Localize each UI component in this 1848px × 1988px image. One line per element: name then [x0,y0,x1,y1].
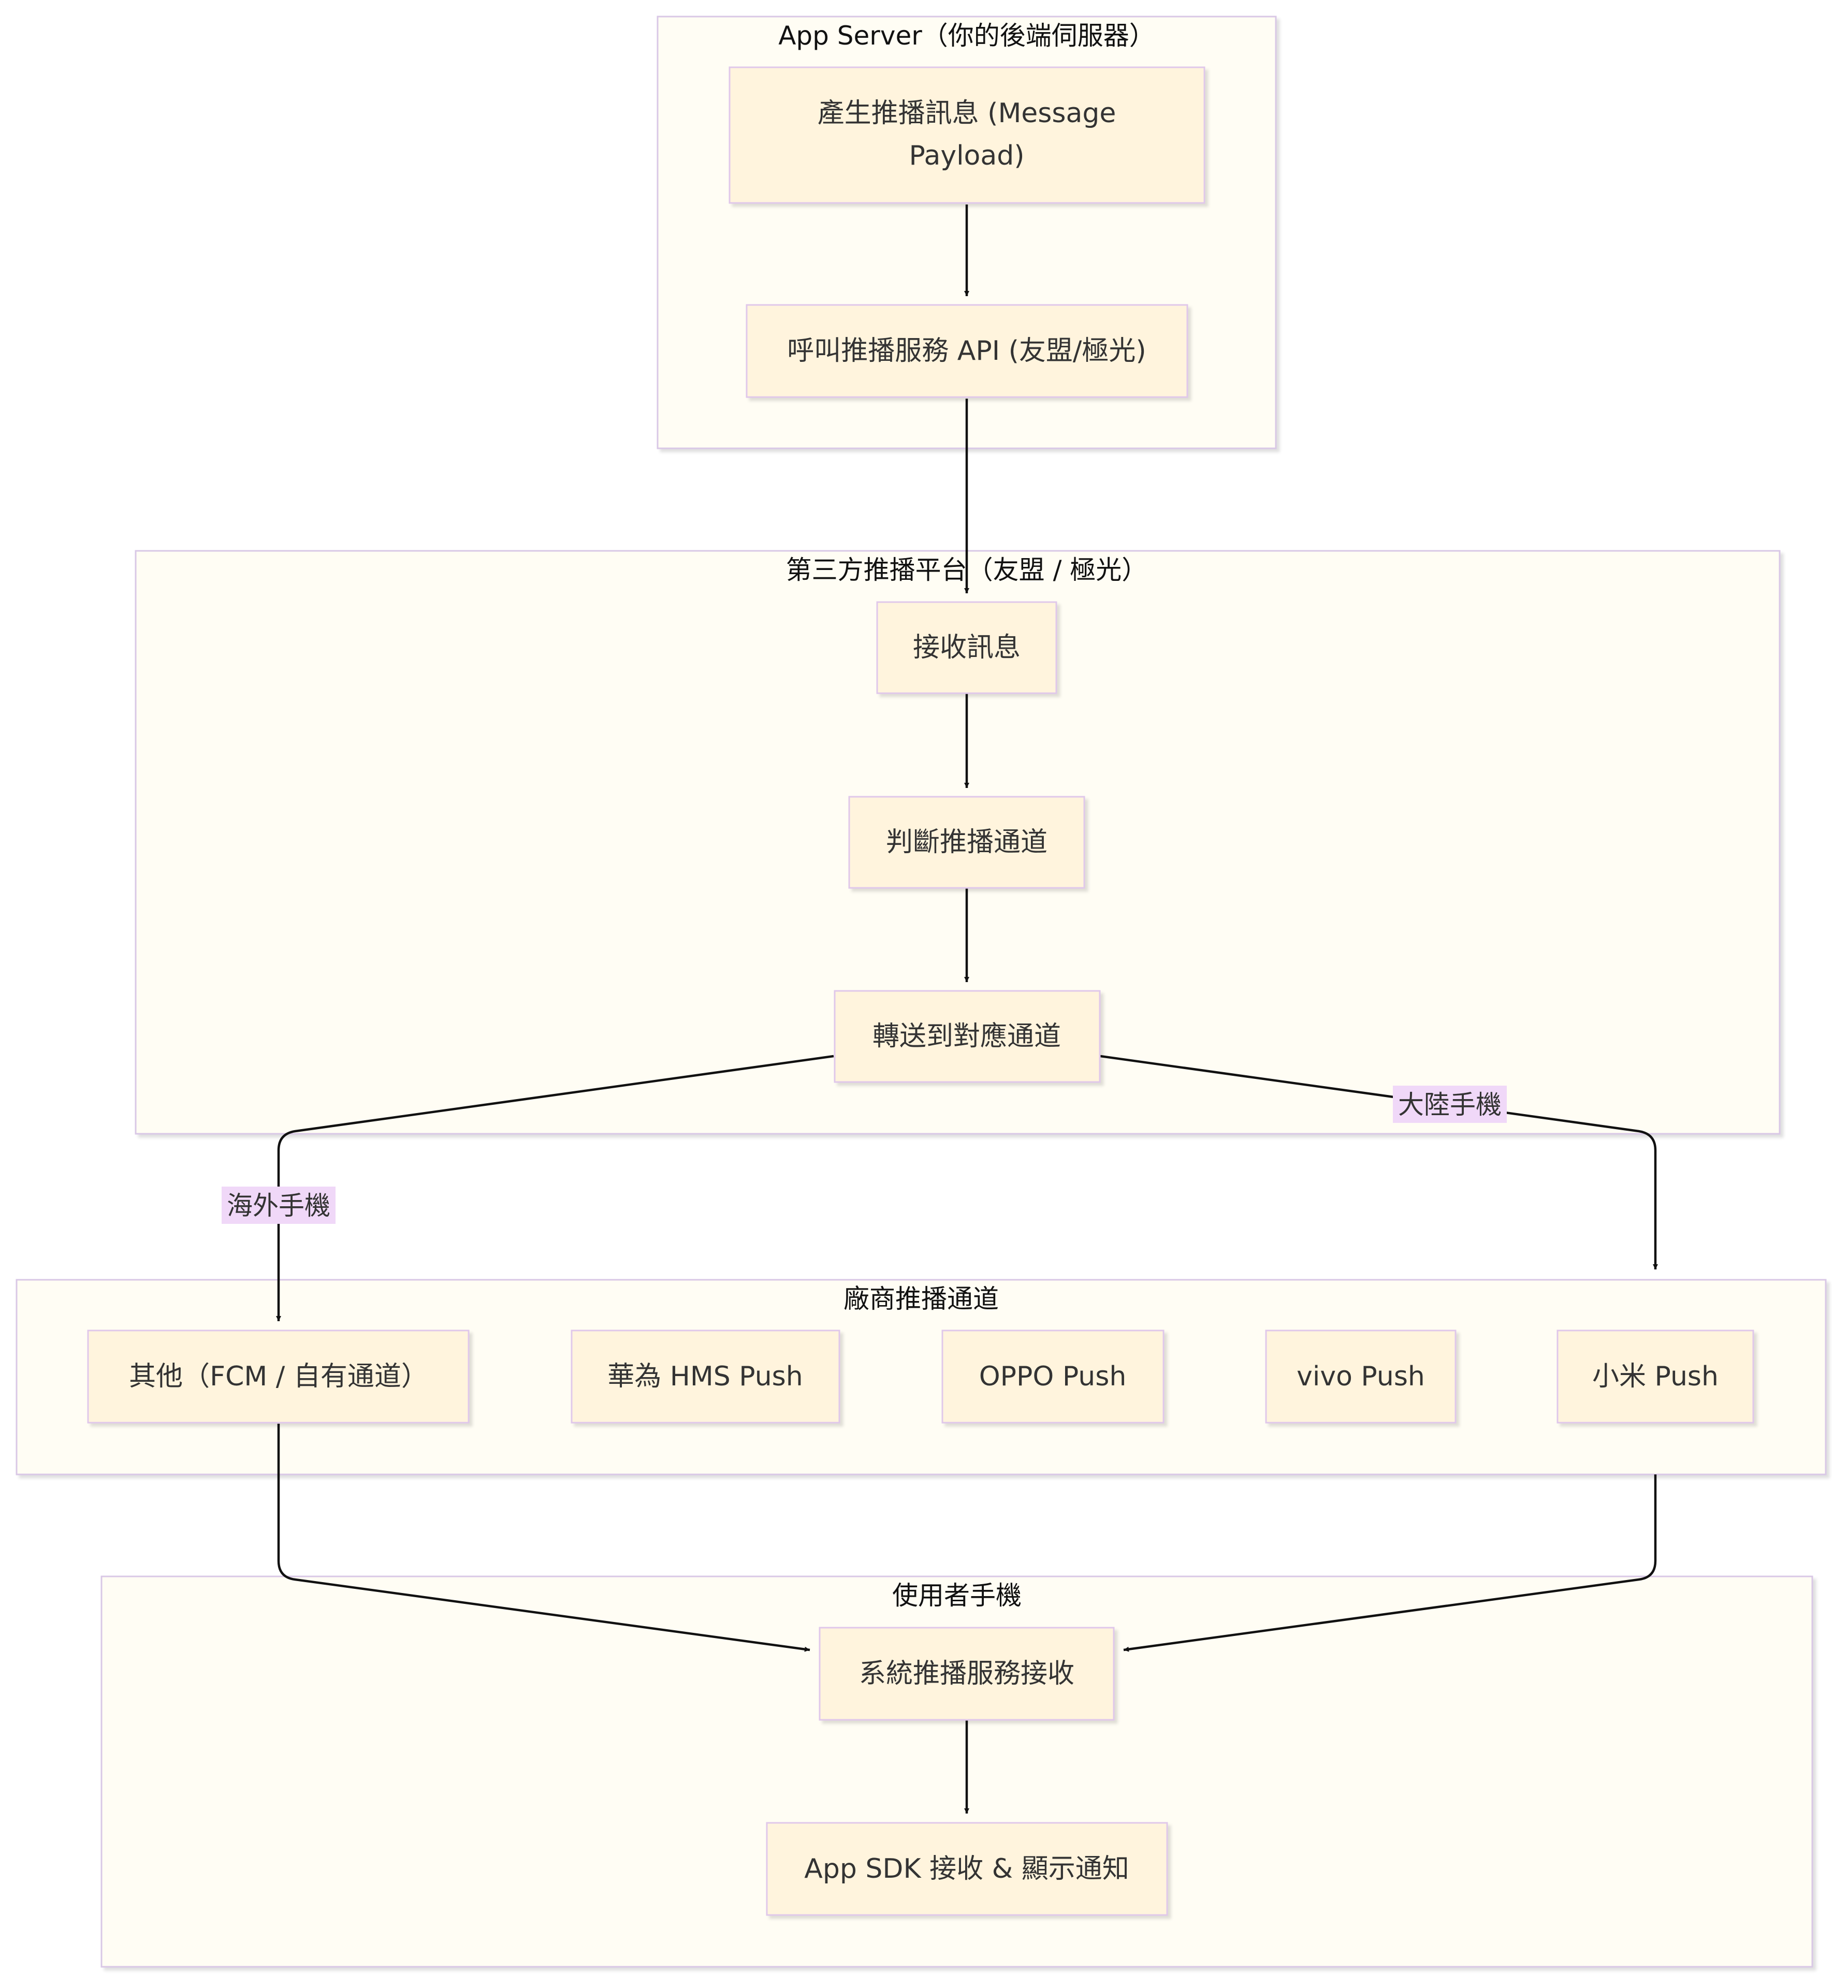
node-system-receive: 系統推播服務接收 [819,1627,1115,1721]
node-sdk-display-label: App SDK 接收 & 顯示通知 [804,1853,1129,1884]
node-huawei-push-label: 華為 HMS Push [607,1361,803,1392]
node-system-receive-label: 系統推播服務接收 [859,1658,1074,1689]
cluster-title-vendor: 廠商推播通道 [843,1284,999,1314]
node-judge-channel: 判斷推播通道 [848,796,1085,889]
node-forward-channel-label: 轉送到對應通道 [872,1021,1061,1052]
node-vivo-push: vivo Push [1265,1329,1457,1424]
edge-forward-to-vendor-cluster [1100,1055,1658,1269]
edge-other-to-system [277,1424,810,1652]
edge-vendor-cluster-to-system [1123,1474,1657,1652]
node-oppo-push-label: OPPO Push [979,1361,1127,1392]
node-generate-message-line2: Payload) [909,140,1024,171]
edge-label-overseas: 海外手機 [222,1187,336,1224]
node-xiaomi-push: 小米 Push [1556,1329,1754,1424]
node-xiaomi-push-label: 小米 Push [1592,1361,1719,1392]
node-forward-channel: 轉送到對應通道 [834,990,1101,1083]
cluster-title-user: 使用者手機 [892,1581,1022,1611]
node-vivo-push-label: vivo Push [1297,1361,1425,1392]
node-other-fcm: 其他（FCM / 自有通道） [87,1329,470,1424]
edge-label-mainland-text: 大陸手機 [1398,1090,1502,1120]
node-judge-channel-label: 判斷推播通道 [886,827,1047,858]
node-oppo-push: OPPO Push [941,1329,1165,1424]
node-receive-message: 接收訊息 [876,601,1057,694]
edges [276,204,1658,1814]
edge-forward-to-other [276,1055,834,1321]
edge-label-overseas-text: 海外手機 [227,1191,330,1221]
node-receive-message-label: 接收訊息 [913,632,1021,663]
cluster-title-app-server: App Server（你的後端伺服器） [778,21,1155,51]
node-other-fcm-label: 其他（FCM / 自有通道） [129,1361,428,1392]
edge-label-mainland: 大陸手機 [1393,1086,1507,1123]
node-sdk-display: App SDK 接收 & 顯示通知 [766,1822,1168,1916]
node-huawei-push: 華為 HMS Push [571,1329,840,1424]
node-call-push-api: 呼叫推播服務 API (友盟/極光) [746,304,1188,398]
node-generate-message: 產生推播訊息 (Message Payload) [729,66,1205,204]
node-call-push-api-label: 呼叫推播服務 API (友盟/極光) [787,335,1146,367]
node-generate-message-line1: 產生推播訊息 (Message [818,98,1116,129]
